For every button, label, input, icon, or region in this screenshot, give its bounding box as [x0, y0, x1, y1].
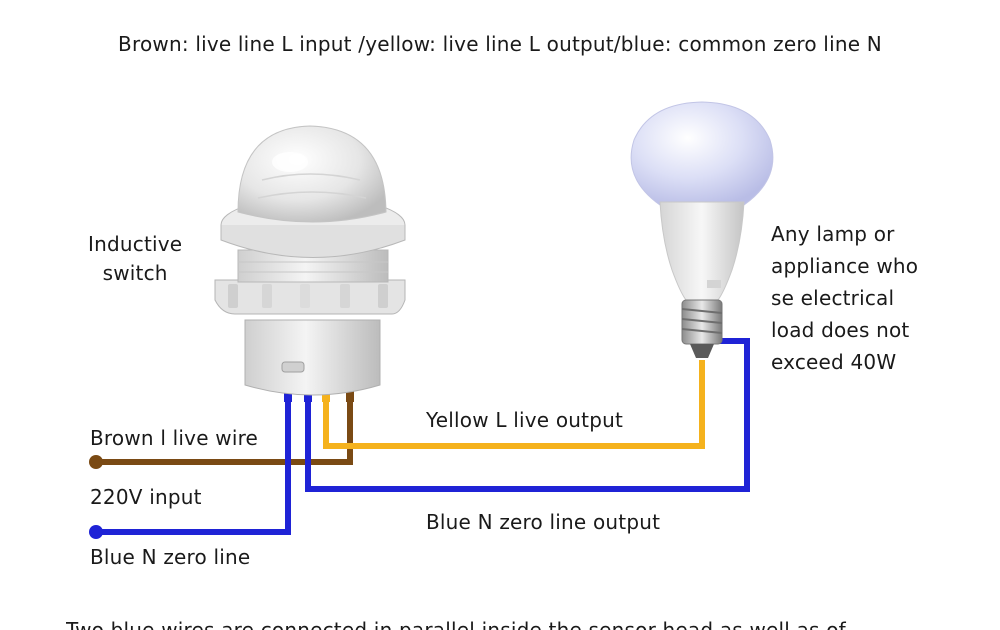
blue-zero-output-wire [305, 338, 750, 492]
diagram-title: Brown: live line L input /yellow: live l… [118, 32, 882, 56]
blue-output-wire-label: Blue N zero line output [426, 510, 661, 534]
cutoff-caption-text: Two blue wires are connected in parallel… [66, 618, 846, 630]
switch-label-line-1: Inductive [88, 232, 183, 256]
switch-label-line-2: switch [102, 261, 168, 285]
inductive-switch-sensor [214, 125, 406, 402]
lamp-label-line-1: Any lamp or [771, 222, 895, 246]
lamp-label-line-2: appliance who [771, 254, 919, 278]
blue-wire-terminal [89, 525, 103, 539]
wires [89, 338, 750, 539]
blue-zero-input-wire [96, 398, 291, 535]
brown-live-input-wire [96, 400, 353, 465]
light-bulb-icon [630, 101, 774, 358]
inductive-switch-label: Inductive switch [88, 230, 182, 288]
lamp-label-line-5: exceed 40W [771, 350, 897, 374]
yellow-live-output-wire [323, 360, 705, 449]
yellow-output-wire-label: Yellow L live output [426, 408, 624, 432]
lamp-label-line-3: se electrical [771, 286, 895, 310]
brown-wire-label: Brown l live wire [90, 426, 259, 450]
input-voltage-label: 220V input [90, 485, 202, 509]
brown-wire-terminal [89, 455, 103, 469]
lamp-label-line-4: load does not [771, 318, 910, 342]
lamp-description: Any lamp or appliance who se electrical … [771, 218, 971, 378]
blue-input-wire-label: Blue N zero line [90, 545, 251, 569]
